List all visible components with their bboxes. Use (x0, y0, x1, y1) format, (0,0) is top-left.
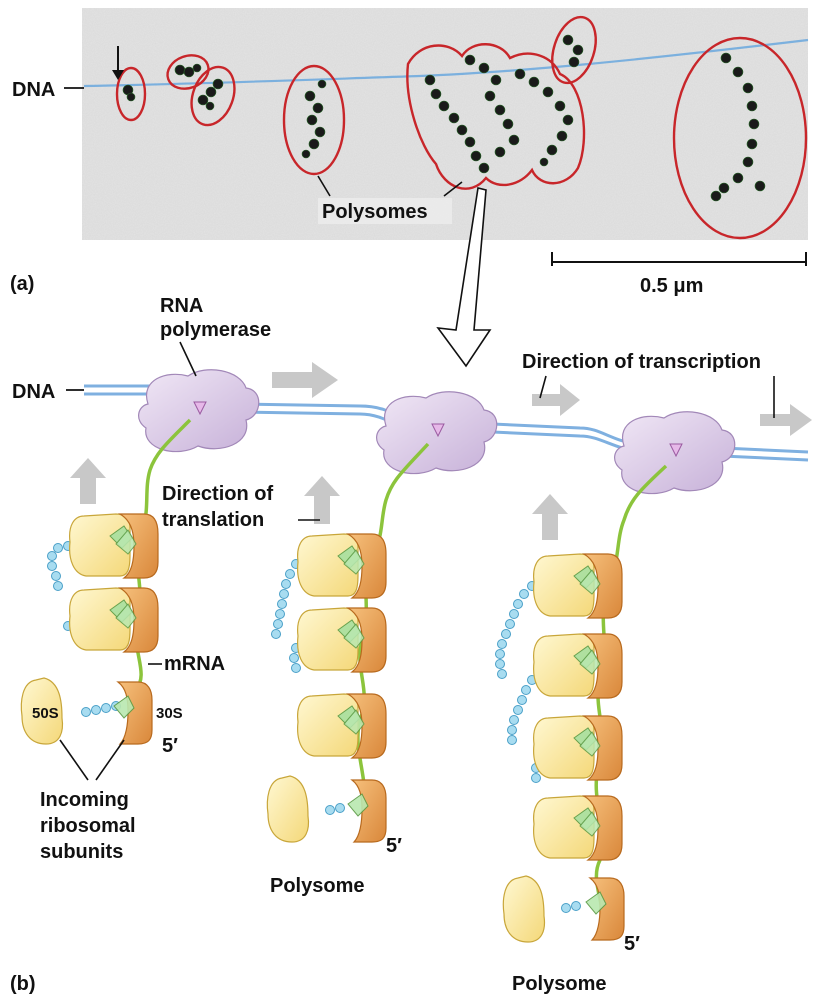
micrograph-dna-strand (83, 38, 809, 88)
scale-bar (551, 252, 807, 266)
micrograph-highlight-circles (115, 15, 808, 240)
direction-of-transcription-label: Direction of transcription (522, 351, 761, 373)
translation-arrows (70, 458, 568, 540)
zoom-arrow (436, 187, 492, 368)
polysome-3 (502, 553, 625, 943)
five-prime-label-3: 5′ (624, 933, 640, 955)
panel-a-label: (a) (10, 273, 34, 295)
rna-polymerase-label-1: RNA (160, 295, 203, 317)
incoming-label-2: ribosomal (40, 815, 136, 837)
micrograph-panel (82, 8, 809, 240)
rna-polymerase-3 (613, 411, 736, 495)
diagram-dna-label: DNA (12, 381, 55, 403)
incoming-label-3: subunits (40, 841, 123, 863)
scale-bar-label: 0.5 μm (640, 275, 703, 297)
transcription-arrows (272, 362, 812, 436)
rna-polymerase-label-2: polymerase (160, 319, 271, 341)
five-prime-label-2: 5′ (386, 835, 402, 857)
mrna-label: mRNA (164, 653, 225, 675)
micrograph-dna-label: DNA (12, 79, 55, 101)
micrograph-polysomes-label: Polysomes (322, 201, 428, 223)
micrograph-polysomes (122, 34, 766, 202)
incoming-label-1: Incoming (40, 789, 129, 811)
polysome-label-1: Polysome (270, 875, 364, 897)
five-prime-label-1: 5′ (162, 735, 178, 757)
rna-polymerase-2 (375, 391, 498, 475)
direction-of-translation-label-1: Direction of (162, 483, 273, 505)
direction-of-translation-label-2: translation (162, 509, 264, 531)
polysome-label-2: Polysome (512, 973, 606, 995)
rna-polymerase-1 (137, 369, 260, 453)
subunit-50s-label: 50S (32, 705, 59, 722)
subunit-30s-label: 30S (156, 705, 183, 722)
panel-b-label: (b) (10, 973, 36, 995)
